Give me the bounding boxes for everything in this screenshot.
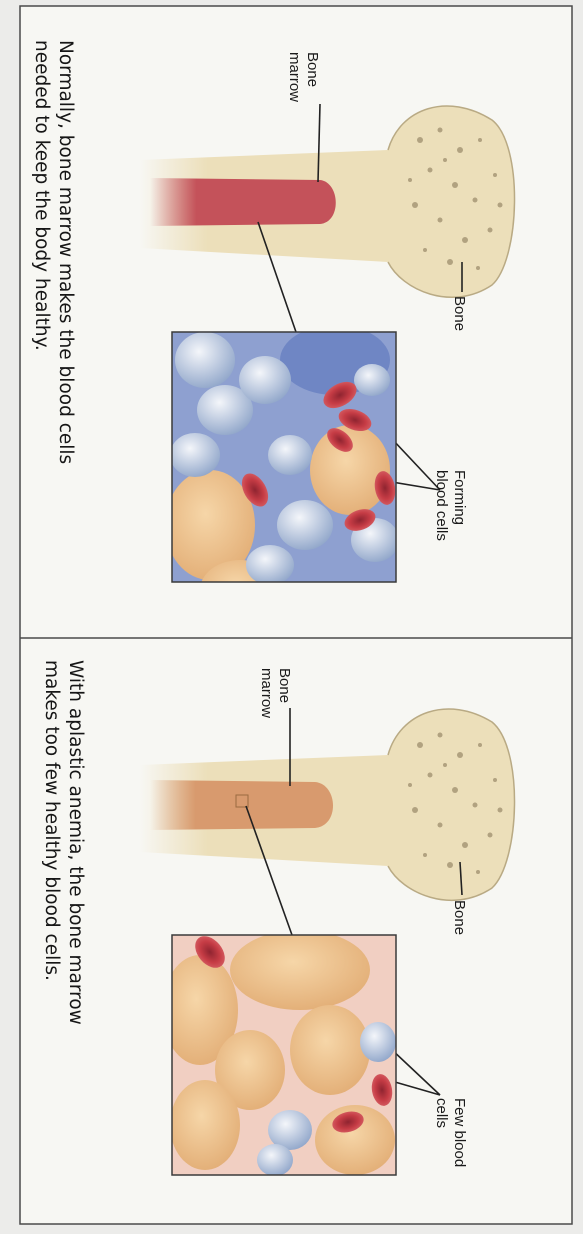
marrow-label-normal-2: marrow [286,52,303,102]
marrow-aplastic [150,780,333,830]
marrow-label-normal-1: Bone [304,52,321,87]
caption-aplastic-2: makes too few healthy blood cells. [41,660,62,981]
bone-label-normal: Bone [451,296,468,331]
cells-label-normal-1: Forming [451,470,468,525]
marrow-label-aplastic-1: Bone [276,668,293,703]
marrow-label-aplastic-2: marrow [258,668,275,718]
bone-label-aplastic: Bone [451,900,468,935]
magnified-cells-aplastic [162,930,396,1176]
cells-label-normal-2: blood cells [433,470,450,541]
cells-label-aplastic-2: cells [433,1098,450,1128]
caption-aplastic-1: With aplastic anemia, the bone marrow [65,660,86,1025]
caption-normal-2: needed to keep the body healthy. [31,40,52,351]
cells-label-aplastic-1: Few blood [451,1098,468,1167]
caption-normal-1: Normally, bone marrow makes the blood ce… [55,40,76,464]
marrow-normal [150,178,336,226]
magnified-cells-normal [165,325,399,620]
